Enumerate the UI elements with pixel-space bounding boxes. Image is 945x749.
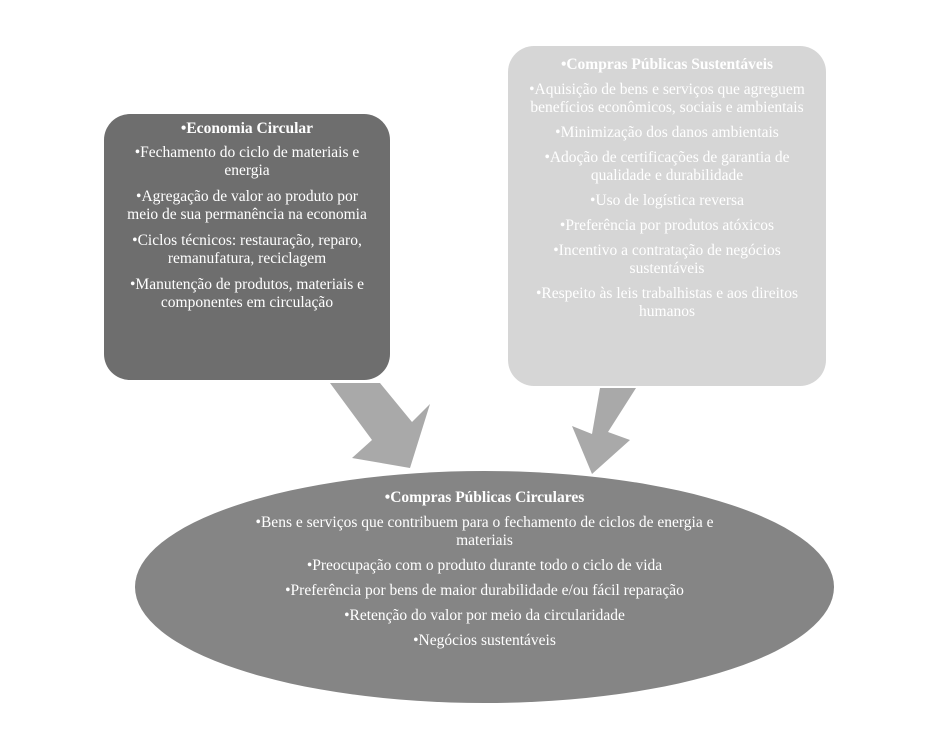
compras-circulares-item-5: •Negócios sustentáveis	[413, 632, 556, 649]
economia-circular-title: •Economia Circular	[180, 120, 314, 137]
economia-circular-item-4: •Manutenção de produtos, materiais e com…	[130, 276, 364, 311]
compras-sustentaveis-item-6: •Incentivo a contratação de negócios sus…	[553, 242, 781, 277]
compras-sustentaveis-item-7: •Respeito às leis trabalhistas e aos dir…	[536, 285, 798, 320]
arrow-right	[572, 388, 636, 474]
compras-sustentaveis-box: •Compras Públicas Sustentáveis •Aquisiçã…	[508, 46, 826, 386]
compras-sustentaveis-item-3: •Adoção de certificações de garantia de …	[544, 149, 790, 184]
compras-sustentaveis-title: •Compras Públicas Sustentáveis	[560, 56, 774, 73]
economia-circular-item-2: •Agregação de valor ao produto por meio …	[127, 188, 367, 223]
compras-circulares-item-2: •Preocupação com o produto durante todo …	[306, 557, 663, 574]
compras-sustentaveis-item-2: •Minimização dos danos ambientais	[555, 124, 779, 141]
compras-circulares-ellipse: •Compras Públicas Circulares •Bens e ser…	[135, 471, 834, 703]
compras-circulares-item-4: •Retenção do valor por meio da circulari…	[344, 607, 625, 624]
compras-circulares-item-1: •Bens e serviços que contribuem para o f…	[255, 514, 714, 549]
compras-sustentaveis-item-1: •Aquisição de bens e serviços que agregu…	[529, 81, 805, 116]
compras-circulares-title: •Compras Públicas Circulares	[384, 489, 585, 506]
compras-circulares-item-3: •Preferência por bens de maior durabilid…	[285, 582, 684, 599]
compras-sustentaveis-item-4: •Uso de logística reversa	[590, 192, 744, 209]
compras-sustentaveis-item-5: •Preferência por produtos atóxicos	[559, 217, 775, 234]
arrow-left	[330, 383, 430, 468]
economia-circular-item-1: •Fechamento do ciclo de materiais e ener…	[134, 144, 360, 179]
economia-circular-box: •Economia Circular •Fechamento do ciclo …	[104, 114, 390, 380]
economia-circular-item-3: •Ciclos técnicos: restauração, reparo, r…	[132, 232, 362, 267]
